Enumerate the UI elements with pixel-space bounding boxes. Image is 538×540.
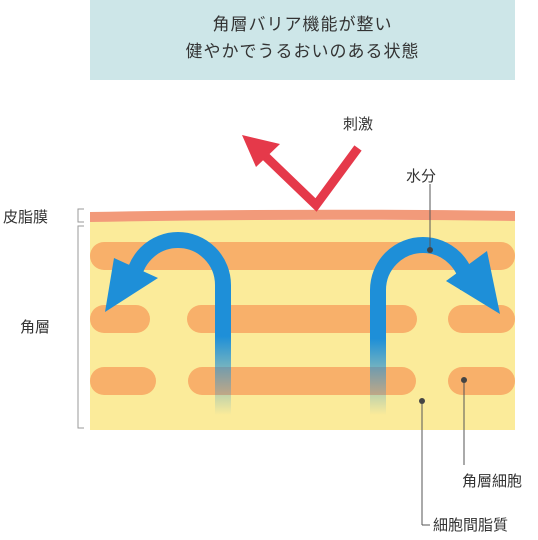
leader-lines [421,184,465,526]
sebum-membrane [90,209,515,222]
title-line-2: 健やかでうるおいのある状態 [185,42,420,62]
water-arrowhead-right [446,251,500,314]
stratum-bracket [77,225,84,429]
label-moisture: 水分 [406,167,437,185]
water-arrows [105,232,500,415]
cell [448,367,515,395]
title-line-1: 角層バリア機能が整い [212,15,393,35]
cell [188,367,416,395]
water-arrow-left [125,232,231,415]
title-box: 角層バリア機能が整い 健やかでうるおいのある状態 [90,0,515,80]
water-arrowhead-left [105,258,158,312]
leader-dots [419,247,467,404]
label-stimulus: 刺激 [343,115,374,133]
lipid-dot [419,398,425,404]
cell [187,305,417,333]
stimulus-arrow-icon [242,135,362,212]
label-stratum: 角層 [20,318,51,336]
label-corneocyte: 角層細胞 [462,472,523,490]
cell [90,367,156,395]
cell [90,305,150,333]
sebum-bracket [77,208,84,223]
cell-dot [461,377,467,383]
moisture-dot [427,247,433,253]
label-sebum: 皮脂膜 [3,208,49,226]
cell [448,305,515,333]
left-brackets [77,208,84,429]
label-intercellular: 細胞間脂質 [433,516,509,534]
